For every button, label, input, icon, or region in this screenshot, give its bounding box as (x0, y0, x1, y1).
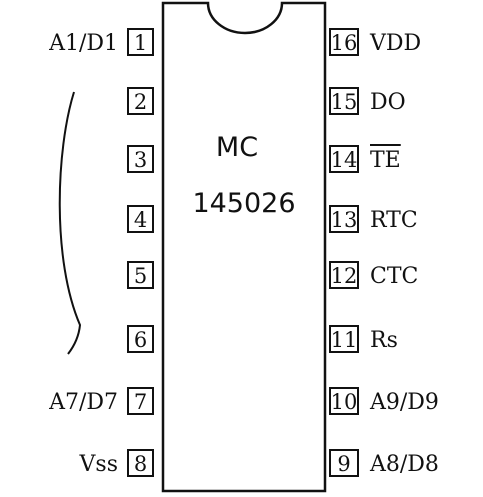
left-pin-5: 5 (127, 261, 154, 289)
pin-signal-label: CTC (370, 264, 418, 289)
left-pin-8: 8 Vss (79, 449, 154, 477)
right-pin-12: 12 CTC (329, 261, 418, 289)
left-pin-4: 4 (127, 205, 154, 233)
pin-box (329, 387, 359, 415)
pin-box (329, 261, 359, 289)
pin-box (127, 205, 154, 233)
left-pin-3: 3 (127, 145, 154, 173)
left-pin-1: 1 A1/D1 (48, 28, 154, 56)
pin-number: 2 (134, 90, 147, 114)
pin-box (329, 87, 359, 115)
pin-box (127, 449, 154, 477)
pin-box (127, 28, 154, 56)
right-pin-16: 16 VDD (329, 28, 421, 56)
pin-number: 9 (337, 452, 350, 476)
pin-signal-label: Rs (370, 328, 398, 353)
right-pin-9: 9 A8/D8 (329, 449, 439, 477)
pin-signal-label: TE (370, 148, 401, 173)
pin-signal-label: RTC (370, 208, 418, 233)
pin-number: 16 (331, 31, 358, 55)
pin-number: 1 (134, 31, 147, 55)
pin-number: 6 (134, 328, 147, 352)
left-pin-7: 7 A7/D7 (48, 387, 154, 415)
pin-box (127, 145, 154, 173)
pin-box (329, 449, 359, 477)
pin-number: 12 (331, 264, 358, 288)
pin-signal-label: Vss (79, 452, 118, 477)
pin-number: 7 (134, 390, 147, 414)
right-pin-15: 15 DO (329, 87, 406, 115)
pin-signal-label: VDD (369, 31, 421, 56)
left-pin-column: 1 A1/D1 2 3 4 5 6 7 A7/D7 8 Vss (48, 28, 154, 477)
chip-name-line1: MC (216, 132, 258, 163)
pin-box (329, 28, 359, 56)
pin-box (329, 145, 359, 173)
pin-box (127, 325, 154, 353)
pin-signal-label: A7/D7 (48, 390, 118, 415)
right-pin-column: 16 VDD 15 DO 14 TE 13 RTC 12 CTC 11 Rs 10 A9/D9 9 A8/D8 (329, 28, 439, 477)
left-pin-2: 2 (127, 87, 154, 115)
pin-number: 8 (134, 452, 147, 476)
right-pin-13: 13 RTC (329, 205, 418, 233)
pin-group-brace (58, 91, 82, 355)
pin-box (127, 387, 154, 415)
pin-number: 13 (331, 208, 358, 232)
pin-box (127, 87, 154, 115)
right-pin-10: 10 A9/D9 (329, 387, 439, 415)
pin-number: 3 (134, 148, 147, 172)
pin-signal-label: A1/D1 (48, 31, 118, 56)
right-pin-14: 14 TE (329, 144, 401, 173)
pin-signal-label: A8/D8 (369, 452, 439, 477)
pin-box (329, 205, 359, 233)
pin-signal-label: DO (370, 90, 406, 115)
pin-box (329, 325, 359, 353)
pin-signal-label: A9/D9 (369, 390, 439, 415)
pin-number: 5 (134, 264, 147, 288)
pin-number: 14 (331, 148, 358, 172)
right-pin-11: 11 Rs (329, 325, 398, 353)
chip-name-line2: 145026 (192, 188, 295, 219)
pin-number: 15 (331, 90, 358, 114)
pin-number: 10 (331, 390, 358, 414)
pin-box (127, 261, 154, 289)
chip-body (161, 1, 327, 493)
pin-number: 4 (134, 208, 147, 232)
left-pin-6: 6 (127, 325, 154, 353)
pin-number: 11 (331, 328, 358, 352)
